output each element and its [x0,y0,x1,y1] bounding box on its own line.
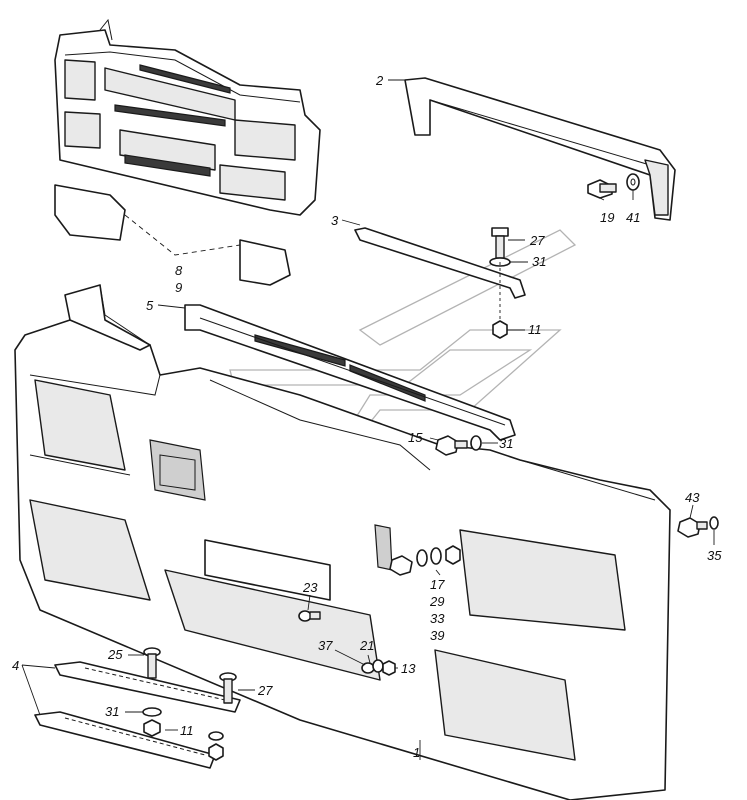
callout-11-upper: 11 [528,322,542,337]
callout-11-lower: 11 [180,723,194,738]
upper-grille-panel [54,18,321,216]
callout-15: 15 [408,430,423,445]
callout-21: 21 [359,638,374,653]
callout-2: 2 [375,73,384,88]
bolt-27-lower [219,672,237,704]
washer-41 [626,173,640,191]
callout-9: 9 [175,280,182,295]
callout-31-lower: 31 [105,704,119,719]
callout-19: 19 [600,210,614,225]
bolt-27-upper [491,227,509,259]
callout-27-upper: 27 [529,233,545,248]
main-bumper-shell [14,284,671,800]
bolt-43 [677,516,719,538]
washer-31-mid [470,435,482,451]
corner-cap-right [239,239,291,286]
callout-39: 39 [430,628,444,643]
leader-lines [21,79,715,760]
callout-27-lower: 27 [257,683,273,698]
corner-cap-left [54,184,126,241]
step-plate-lower [34,711,216,769]
bolt-25 [143,647,161,679]
callout-4: 4 [12,658,19,673]
callout-31-mid: 31 [499,436,513,451]
callout-35: 35 [707,548,722,563]
callout-23: 23 [302,580,318,595]
callout-25: 25 [107,647,123,662]
nut-11-upper [492,320,508,339]
nut-11-lower [143,719,161,737]
callout-labels: 1 2 3 4 5 8 9 11 11 13 15 17 19 21 23 25… [12,73,722,760]
fastener-stack-21 [361,659,396,676]
callout-8: 8 [175,263,183,278]
bolt-15 [435,435,468,456]
callout-5: 5 [146,298,154,313]
callout-3: 3 [331,213,339,228]
bolt-23 [298,610,321,622]
callout-41: 41 [626,210,640,225]
callout-37: 37 [318,638,333,653]
mid-bracket-3 [354,227,526,299]
callout-31-upper: 31 [532,254,546,269]
bolt-19 [587,179,617,199]
callout-17: 17 [430,577,445,592]
nut-pair-lower-right [208,731,224,761]
callout-29: 29 [429,594,444,609]
upper-bracket-bar [404,77,676,221]
step-plate-upper [54,661,241,713]
callout-43: 43 [685,490,700,505]
callout-13: 13 [401,661,416,676]
trim-strip-5 [184,304,516,441]
fastener-stack-17 [389,545,461,576]
washer-31-lower [142,707,162,717]
callout-1: 1 [413,745,420,760]
leader-dashed-caps [124,214,241,256]
callout-33: 33 [430,611,445,626]
